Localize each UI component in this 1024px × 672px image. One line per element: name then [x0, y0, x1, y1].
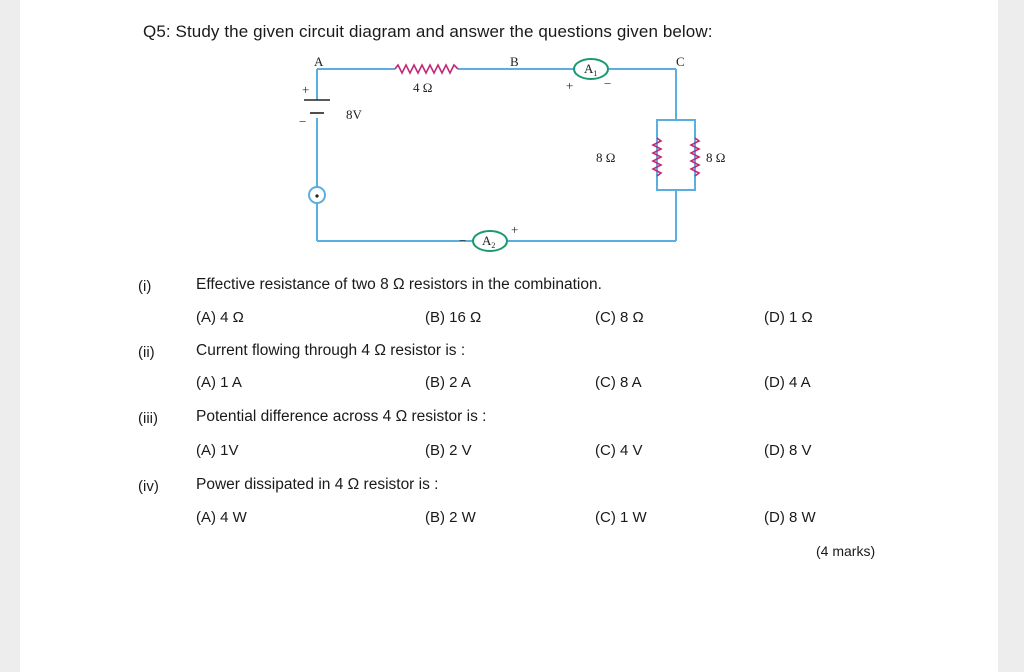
question-4-number: (iv) — [138, 478, 159, 495]
question-3-number: (iii) — [138, 410, 158, 427]
key-dot — [315, 194, 319, 198]
question-1-option-b: (B) 16 Ω — [425, 309, 482, 326]
question-1-option-a: (A) 4 Ω — [196, 309, 244, 326]
question-2-option-b: (B) 2 A — [425, 374, 471, 391]
resistor-top-label: 4 Ω — [413, 80, 432, 95]
parallel-right-label: 8 Ω — [706, 150, 725, 165]
question-4-option-c: (C) 1 W — [595, 509, 647, 526]
question-4-option-a: (A) 4 W — [196, 509, 247, 526]
question-2-option-a: (A) 1 A — [196, 374, 242, 391]
question-title: Q5: Study the given circuit diagram and … — [143, 22, 713, 41]
battery-plus: + — [302, 82, 309, 97]
question-2-text: Current flowing through 4 Ω resistor is … — [196, 342, 466, 359]
resistor-4ohm — [394, 63, 459, 75]
left-page-edge — [0, 0, 20, 672]
question-1-number: (i) — [138, 278, 152, 295]
question-4-option-b: (B) 2 W — [425, 509, 476, 526]
ammeter1-minus: − — [604, 76, 611, 91]
node-label-c: C — [676, 54, 685, 69]
right-page-edge — [998, 0, 1024, 672]
question-2-number: (ii) — [138, 344, 155, 361]
circuit-diagram: A B C 4 Ω 8V + − A1 + − A2 − + 8 Ω 8 Ω — [299, 54, 725, 252]
question-4-option-d: (D) 8 W — [764, 509, 816, 526]
question-1-option-c: (C) 8 Ω — [595, 309, 644, 326]
parallel-frame — [656, 119, 696, 191]
question-3-text: Potential difference across 4 Ω resistor… — [196, 408, 487, 425]
question-1-option-d: (D) 1 Ω — [764, 309, 813, 326]
battery-minus: − — [299, 114, 306, 129]
question-3-option-a: (A) 1V — [196, 442, 239, 459]
resistor-8ohm-right — [689, 137, 701, 177]
node-label-a: A — [314, 54, 324, 69]
node-label-b: B — [510, 54, 519, 69]
question-3-option-d: (D) 8 V — [764, 442, 812, 459]
ammeter2-plus: + — [511, 222, 518, 237]
ammeter-a2 — [472, 230, 508, 252]
question-3-option-b: (B) 2 V — [425, 442, 472, 459]
resistor-8ohm-left — [651, 137, 663, 177]
marks-label: (4 marks) — [816, 543, 876, 559]
parallel-left-label: 8 Ω — [596, 150, 615, 165]
ammeter-a1 — [573, 58, 609, 80]
key-circle — [308, 186, 326, 204]
question-2-option-c: (C) 8 A — [595, 374, 642, 391]
question-1-text: Effective resistance of two 8 Ω resistor… — [196, 276, 602, 293]
question-4-text: Power dissipated in 4 Ω resistor is : — [196, 476, 439, 493]
battery-label: 8V — [346, 107, 363, 122]
ammeter1-plus: + — [566, 78, 573, 93]
question-3-option-c: (C) 4 V — [595, 442, 643, 459]
question-2-option-d: (D) 4 A — [764, 374, 811, 391]
ammeter2-minus: − — [459, 233, 466, 248]
ammeter2-label: A2 — [482, 233, 495, 250]
ammeter1-label: A1 — [584, 61, 597, 78]
